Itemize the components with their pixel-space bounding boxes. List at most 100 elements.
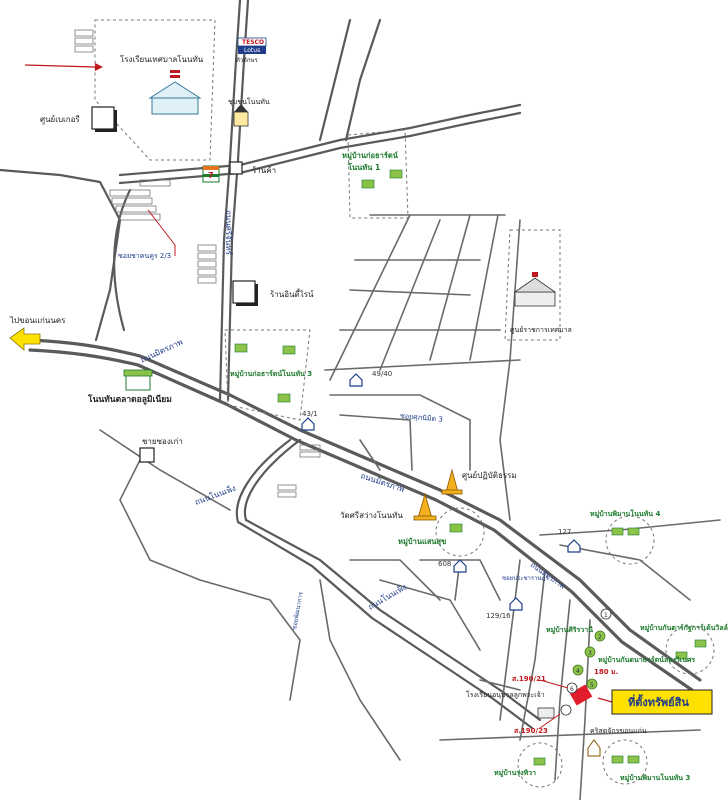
red-arrow-school (24, 64, 96, 68)
housing-block-middle (197, 244, 217, 284)
village-house-icon-saensuk (449, 523, 463, 533)
property-marker (569, 684, 593, 706)
label-tasty: ร้านค้า (252, 166, 276, 175)
label-road-vertical: ถนนศรีจันทร์ (224, 210, 234, 256)
label-road-mittraphap-2: ถนนมิตรภาพ (359, 471, 405, 494)
label-num-431: 43/1 (302, 410, 318, 418)
building-sweet-shop (91, 106, 117, 132)
lane-13 (359, 439, 381, 471)
label-village-kantana: หมู่บ้านกันตนาธาร์ตน์ลองวิเนศร (598, 655, 695, 665)
numbered-markers (560, 608, 612, 716)
school-icon (148, 70, 202, 115)
label-church: คริสตจักรขอนแก่น (590, 727, 647, 735)
church-icon (587, 739, 601, 757)
label-road-nonpheng: ถนนโนนเพ็ง (193, 483, 237, 507)
lane-19 (349, 559, 441, 601)
lane-26 (439, 729, 701, 741)
lane-22 (499, 559, 521, 721)
label-num-19021: ส.190/21 (512, 675, 546, 683)
lane-15 (559, 544, 691, 601)
label-road-mittraphap: ถนนมิตรภาพ (139, 337, 184, 364)
nonpheng-road-edge (235, 438, 534, 730)
label-soi-small: ซอยประชาราษฎร์ (502, 574, 549, 582)
label-soi-road: ซอยชาคนคูร 2/3 (118, 252, 171, 260)
label-market: โนนทันตลาดอลูมิเนียม (87, 394, 172, 405)
building-indy (232, 280, 258, 306)
dhamma-temple-icon (441, 468, 463, 495)
lane-7 (349, 289, 471, 296)
building-tasty (229, 161, 243, 175)
lane-9 (324, 359, 521, 371)
tesco-lotus-icon (237, 37, 267, 54)
village-kotsen-1-zone (347, 129, 409, 219)
label-village-kotsen-3: หมู่บ้านก่อธาร์ตน์โนนทัน 3 (230, 369, 312, 379)
wat-temple-icon (413, 492, 437, 521)
label-village-saensuk: หมู่บ้านแสนสุข (398, 537, 446, 547)
school-bottom-icon (537, 707, 555, 719)
shrine-icon (233, 104, 249, 127)
label-soi-side: ซอยพัฒนาการ (291, 591, 305, 631)
lane-23 (519, 569, 546, 741)
seven-eleven-icon (202, 165, 220, 183)
label-tesco-2: Lotus (244, 47, 260, 54)
house-icon-4940 (349, 373, 363, 387)
label-tesco-3: ตัวอักษร (236, 57, 258, 64)
building-old (139, 447, 155, 463)
village-house-icon-charoen (675, 639, 707, 660)
nonpheng-road (243, 438, 542, 722)
lane-2 (379, 219, 441, 371)
housing-block-lower (277, 444, 321, 498)
label-tesco-1: TESCO (242, 39, 264, 46)
red-arrow-19023 (539, 713, 561, 729)
phiman-3-circle (602, 739, 648, 785)
red-arrow-19021 (539, 679, 569, 689)
label-village-rungthip: หมู่บ้านรุ่งทิวา (494, 768, 536, 778)
marker-num-5: 5 (590, 682, 594, 689)
right-top-road (318, 18, 352, 142)
lane-18 (319, 579, 401, 761)
lane-17 (119, 459, 301, 701)
label-village-phiman-3: หมู่บ้านพิมานโนนทัน 3 (620, 773, 690, 783)
label-num-127: 127 (558, 528, 571, 536)
red-arrow-property (597, 697, 613, 703)
rungthip-circle (517, 742, 563, 788)
municipal-icon (513, 272, 557, 307)
label-soi-right: ซอยศุภนิมิต 3 (400, 412, 443, 424)
label-property-tag: ที่ตั้งทรัพย์สิน (628, 694, 689, 709)
house-icon-608 (453, 559, 467, 573)
top-horizontal-road-edge (118, 111, 522, 185)
label-community: ชุมชนโนนทัน (228, 97, 270, 106)
left-diagonal-road (0, 168, 122, 342)
property-tag-box (611, 689, 713, 715)
label-dhamma: ศูนย์ปฏิบัติธรรม (462, 470, 517, 481)
label-old-village: ชายซองเก่า (142, 437, 183, 446)
marker-num-6: 6 (570, 686, 574, 693)
label-shop-house: ร้านอินดี้ไรน์ (270, 288, 314, 299)
village-kotsen-3-zone (224, 329, 311, 421)
label-dist-180: 180 ม. (594, 668, 618, 676)
lane-24 (554, 599, 571, 781)
label-village-kotsen-1b: โนนทัน 1 (347, 162, 380, 172)
label-num-12916: 129/16 (486, 612, 511, 620)
label-sweet-shop: ศูนย์เบเกอรี (40, 114, 80, 125)
marker-num-4: 4 (576, 668, 580, 675)
red-arrow-soi (147, 209, 176, 256)
label-village-phiman-4: หมู่บ้านพิมานโนนทัน 4 (590, 509, 660, 519)
label-num-608: 608 (438, 560, 451, 568)
label-village-charoen: หมู่บ้านกันตาร์กัฐการ์เด้นวิลล์ (640, 623, 728, 633)
lane-1 (329, 214, 411, 381)
vertical-road-main (218, 0, 242, 402)
marker-num-3: 3 (588, 650, 592, 657)
label-school-top: โรงเรียนเทศบาลโนนทัน (120, 54, 204, 64)
left-curve-road (113, 188, 132, 332)
housing-block-top-left (74, 29, 94, 53)
red-arrow-school-head (95, 63, 103, 71)
label-num-4940: 49/40 (372, 370, 392, 378)
lane-11 (329, 394, 471, 471)
label-village-siri: หมู่บ้านศิริรวานี (546, 625, 593, 635)
lane-27 (479, 679, 521, 691)
label-municipal: ศูนย์ราชการเทศบาล (510, 326, 572, 334)
label-to-khonkaen: ไปขอนแก่นนคร (9, 316, 66, 325)
house-icon-12916 (509, 597, 523, 611)
village-house-icon-1 (361, 169, 403, 189)
